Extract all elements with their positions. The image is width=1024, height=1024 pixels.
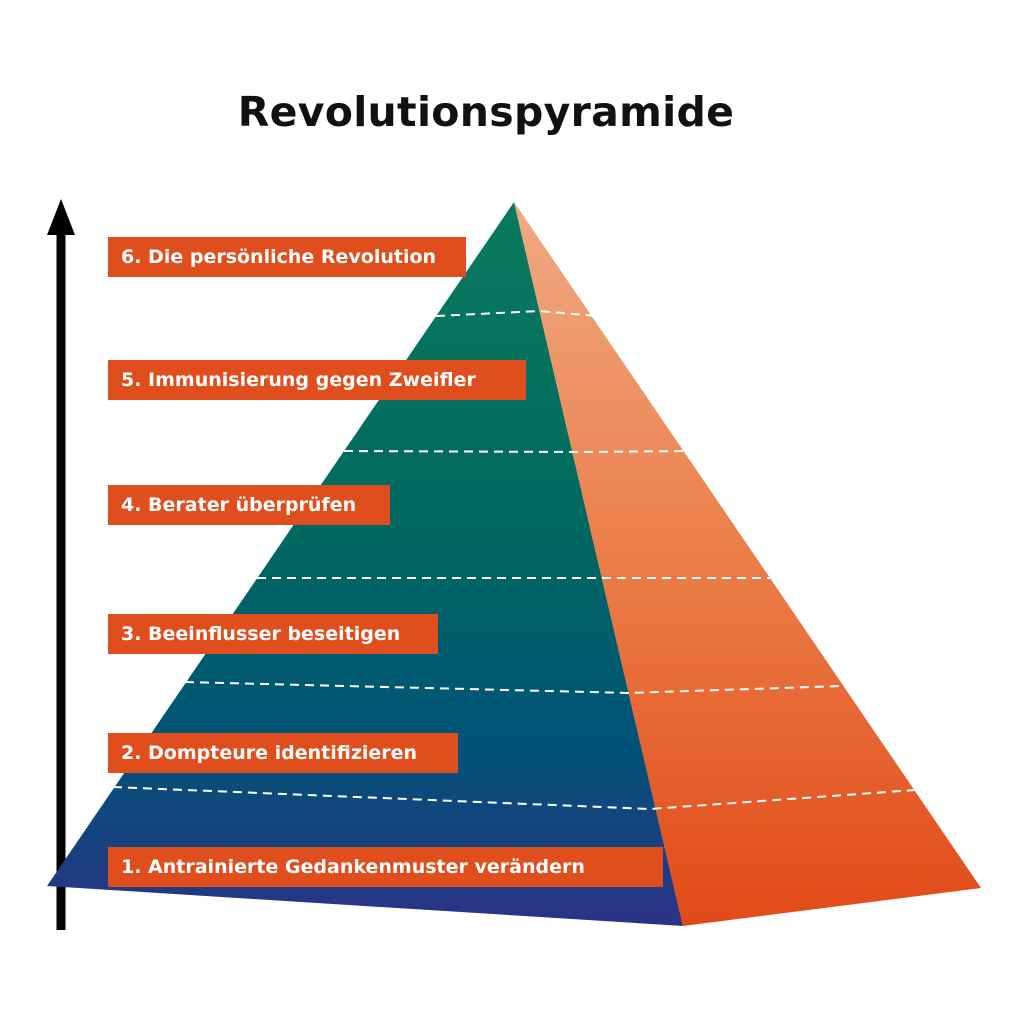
level-2-label: 2. Dompteure identifizieren	[108, 733, 458, 773]
divider-4-5	[343, 450, 691, 454]
upward-arrow-icon	[47, 199, 75, 930]
level-6-label: 6. Die persönliche Revolution	[108, 237, 466, 277]
level-3-label: 3. Beeinflusser beseitigen	[108, 614, 438, 654]
level-4-label: 4. Berater überprüfen	[108, 485, 390, 525]
divider-5-6	[435, 309, 598, 317]
level-dividers	[112, 309, 916, 811]
level-1-label: 1. Antrainierte Gedankenmuster verändern	[108, 847, 663, 887]
pyramid-right-face	[514, 202, 981, 926]
diagram-title: Revolutionspyramide	[237, 88, 735, 136]
level-5-label: 5. Immunisierung gegen Zweifler	[108, 360, 526, 400]
divider-2-3	[184, 681, 844, 695]
